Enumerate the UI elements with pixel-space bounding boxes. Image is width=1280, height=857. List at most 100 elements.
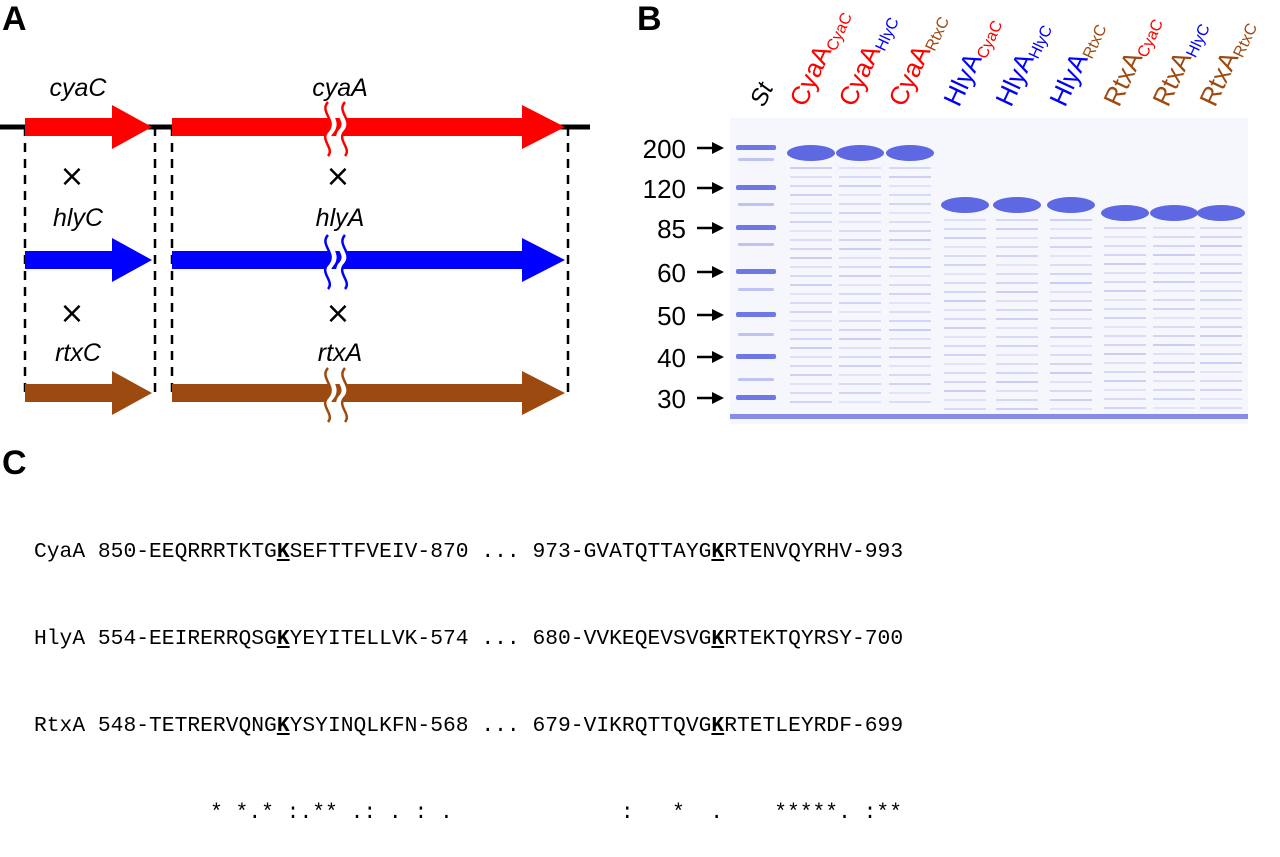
faint-band — [944, 336, 986, 338]
sequence-segment: 680-VVKEQEVSVG — [532, 627, 712, 651]
faint-band — [790, 194, 832, 196]
faint-band — [889, 194, 931, 196]
faint-band — [1153, 299, 1195, 301]
faint-band — [1200, 335, 1242, 337]
faint-band — [944, 255, 986, 257]
faint-band — [1104, 308, 1146, 310]
gel-background — [730, 118, 1248, 424]
faint-band — [1104, 398, 1146, 400]
toxin-arrow — [172, 371, 565, 415]
panel-a-letter: A — [2, 0, 27, 38]
acyltransferase-arrow — [25, 105, 152, 149]
sequence-segment: RTEKTQYRSY-700 — [724, 627, 904, 651]
faint-band — [1200, 254, 1242, 256]
faint-band — [1153, 371, 1195, 373]
faint-band — [996, 246, 1038, 248]
faint-band — [1104, 227, 1146, 229]
faint-band — [839, 230, 881, 232]
faint-band — [839, 365, 881, 367]
gene-diagram: cyaC cyaA hlyC hlyA rtxC rtxA × × × × — [0, 74, 590, 424]
protein-band — [886, 145, 934, 161]
faint-band — [1104, 407, 1146, 409]
faint-band — [1050, 372, 1092, 374]
faint-band — [790, 212, 832, 214]
faint-band — [996, 408, 1038, 410]
faint-band — [1104, 380, 1146, 382]
faint-band — [790, 365, 832, 367]
faint-band — [889, 302, 931, 304]
faint-band — [839, 383, 881, 385]
faint-band — [790, 275, 832, 277]
ellipsis: ... — [481, 714, 520, 738]
lane-label-standard: St — [745, 77, 780, 110]
faint-band — [839, 239, 881, 241]
ladder-band-faint — [738, 158, 774, 161]
faint-band — [1200, 272, 1242, 274]
faint-band — [1050, 246, 1092, 248]
faint-band — [790, 383, 832, 385]
faint-band — [1153, 227, 1195, 229]
faint-band — [1104, 299, 1146, 301]
faint-band — [1050, 219, 1092, 221]
faint-band — [889, 401, 931, 403]
alignment-row-cyaa: CyaA 850-EEQRRRTKTGKSEFTTFVEIV-870 ... 9… — [34, 538, 903, 567]
faint-band — [839, 302, 881, 304]
faint-band — [1050, 408, 1092, 410]
faint-band — [944, 345, 986, 347]
sequence-segment: YEYITELLVK-574 — [289, 627, 469, 651]
protein-band — [941, 197, 989, 213]
marker-label: 85 — [657, 214, 686, 244]
faint-band — [889, 167, 931, 169]
faint-band — [839, 374, 881, 376]
protein-band — [1197, 205, 1245, 221]
faint-band — [996, 372, 1038, 374]
dye-front — [730, 414, 1248, 419]
faint-band — [1104, 371, 1146, 373]
faint-band — [1050, 309, 1092, 311]
ladder-band-faint — [738, 288, 774, 291]
ellipsis: ... — [481, 540, 520, 564]
faint-band — [790, 167, 832, 169]
sequence-segment: RTETLEYRDF-699 — [724, 714, 904, 738]
acylated-lysine: K — [276, 714, 290, 738]
faint-band — [944, 309, 986, 311]
faint-band — [839, 203, 881, 205]
faint-band — [1104, 263, 1146, 265]
faint-band — [1050, 228, 1092, 230]
faint-band — [1104, 326, 1146, 328]
faint-band — [1050, 345, 1092, 347]
faint-band — [889, 248, 931, 250]
ladder-band — [736, 225, 776, 230]
ladder-band — [736, 185, 776, 190]
sequence-segment: SEFTTFVEIV-870 — [289, 540, 469, 564]
faint-band — [944, 282, 986, 284]
faint-band — [1104, 236, 1146, 238]
faint-band — [1153, 407, 1195, 409]
faint-band — [790, 284, 832, 286]
faint-band — [944, 318, 986, 320]
acyltransferase-arrow — [25, 238, 152, 282]
faint-band — [1200, 281, 1242, 283]
panel-b-letter: B — [637, 0, 662, 38]
marker-arrow-icon — [712, 309, 724, 321]
faint-band — [1153, 254, 1195, 256]
faint-band — [839, 347, 881, 349]
faint-band — [839, 311, 881, 313]
faint-band — [1200, 371, 1242, 373]
faint-band — [1153, 245, 1195, 247]
faint-band — [1153, 389, 1195, 391]
protein-band — [1101, 205, 1149, 221]
faint-band — [1050, 363, 1092, 365]
faint-band — [1200, 353, 1242, 355]
faint-band — [1153, 326, 1195, 328]
alignment-row-hlya: HlyA 554-EEIRERRQSGKYEYITELLVK-574 ... 6… — [34, 625, 903, 654]
marker-arrow-icon — [712, 222, 724, 234]
gene-label-toxin: rtxA — [318, 339, 362, 367]
faint-band — [889, 185, 931, 187]
faint-band — [790, 356, 832, 358]
faint-band — [889, 275, 931, 277]
faint-band — [1153, 272, 1195, 274]
faint-band — [790, 266, 832, 268]
